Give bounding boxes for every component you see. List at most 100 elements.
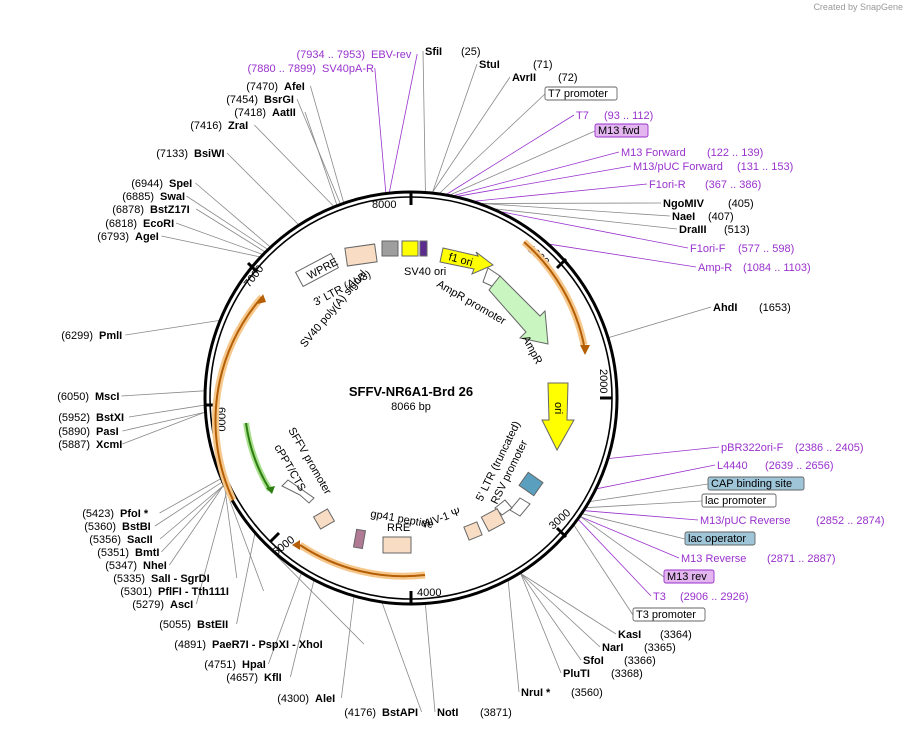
enzyme-bmti: BmtI: [135, 547, 159, 559]
leader-line: [128, 404, 205, 418]
enzyme-draiii: DraIII: [679, 224, 707, 236]
leader-line: [290, 580, 315, 678]
feature-arrow-ori: [541, 382, 575, 452]
plasmid-name: SFFV-NR6A1-Brd 26: [349, 384, 473, 399]
site-position-sfoi: (3366): [624, 655, 656, 667]
leader-line: [422, 50, 426, 192]
green-arc-halo: [243, 422, 273, 492]
enzyme-nhei: NheI: [143, 560, 167, 572]
leader-line: [236, 533, 256, 625]
leader-line: [159, 478, 221, 514]
site-position-noti: (3871): [480, 707, 512, 719]
site-position-kfli: (4657): [226, 672, 258, 684]
leader-line: [597, 464, 716, 490]
leader-line: [122, 412, 205, 432]
enzyme-sfii: SfiI: [425, 46, 442, 58]
enzyme-bsrgi: BsrGI: [264, 94, 294, 106]
primer-m13-puc-forward: M13/pUC Forward: [633, 161, 723, 173]
site-position-afei: (7470): [246, 81, 278, 93]
leader-line: [169, 485, 224, 566]
site-position-t7: (93 .. 112): [604, 110, 653, 122]
feature-label-lac-promoter: lac promoter: [705, 495, 766, 507]
green-arc: [245, 422, 271, 491]
enzyme-hpai: HpaI: [242, 659, 266, 671]
snapgene-credit: Created by SnapGene: [813, 2, 903, 12]
wpre-box: [294, 252, 340, 288]
site-position-ahdi: (1653): [759, 302, 791, 314]
feature-box-lac-promoter: [701, 493, 777, 508]
leader-line: [186, 195, 268, 250]
feature-box-m13-fwd: [594, 123, 649, 138]
feature-box-hiv-tan: [480, 508, 506, 532]
enzyme-agei: AgeI: [135, 231, 159, 243]
leader-line: [226, 491, 264, 592]
enzyme-stui: StuI: [479, 59, 500, 71]
enzyme-spei: SpeI: [169, 178, 192, 190]
leader-line: [549, 243, 697, 268]
label-ori: ori: [552, 402, 564, 414]
site-position-bsrgi: (7454): [226, 94, 258, 106]
leader-line: [520, 573, 617, 635]
site-position-bstbi: (5360): [84, 521, 116, 533]
site-position-naei: (407): [708, 211, 734, 223]
orange-arc-ne: [523, 241, 585, 346]
feature-box-hiv-small: [463, 521, 483, 541]
tick-label-2000: 2000: [597, 369, 609, 393]
enzyme-bsteii: BstEII: [197, 619, 228, 631]
site-position-bsteii: (5055): [159, 619, 191, 631]
site-position-f1ori-r: (367 .. 386): [705, 179, 761, 191]
enzyme-ecori: EcoRI: [143, 218, 174, 230]
feature-box-cap-binding-site: [707, 476, 805, 491]
leader-line: [310, 85, 344, 203]
site-position-pluti: (3368): [611, 668, 643, 680]
leader-line: [501, 211, 689, 249]
primer-f1ori-f: F1ori-F: [690, 243, 726, 255]
enzyme-pmli: PmlI: [99, 330, 122, 342]
site-position-asci: (5279): [132, 599, 164, 611]
enzyme-bstapi: BstAPI: [382, 707, 418, 719]
leader-line: [474, 183, 648, 202]
feature-label-cap-binding-site: CAP binding site: [711, 478, 792, 490]
enzyme-asci: AscI: [170, 599, 193, 611]
feature-label-m13-fwd: M13 fwd: [598, 125, 640, 137]
enzyme-naei: NaeI: [672, 211, 695, 223]
site-position-pbr322ori-f: (2386 .. 2405): [795, 442, 864, 454]
leader-line: [389, 53, 418, 193]
leader-line: [608, 306, 712, 338]
leader-line: [608, 446, 720, 459]
enzyme-sali-sgrdi: SalI - SgrDI: [151, 573, 210, 585]
enzyme-kfli: KflI: [264, 672, 282, 684]
leader-line: [154, 481, 223, 527]
site-position-sv40pa-r: (7880 .. 7899): [248, 63, 317, 75]
feature-label-t7-promoter: T7 promoter: [548, 88, 608, 100]
tick-label-8000: 8000: [372, 199, 396, 211]
primer-ebv-rev: EBV-rev: [371, 49, 412, 61]
feature-arrow-ampr: [488, 275, 549, 345]
feature-box-cppt: [312, 508, 336, 530]
enzyme-avrii: AvrII: [512, 72, 536, 84]
leader-line: [453, 151, 620, 196]
site-position-xcmi: (5887): [58, 439, 90, 451]
orange-arc-w: [214, 296, 263, 501]
site-position-swai: (6885): [122, 191, 154, 203]
enzyme-afei: AfeI: [284, 81, 305, 93]
site-position-pmli: (6299): [61, 330, 93, 342]
enzyme-pfoi: PfoI *: [120, 508, 149, 520]
enzyme-msci: MscI: [95, 391, 119, 403]
feature-shapes: [281, 240, 575, 554]
leader-line: [439, 93, 546, 194]
feature-box-rre: [382, 536, 412, 554]
site-position-ngomiv: (405): [728, 198, 754, 210]
enzyme-ahdi: AhdI: [713, 302, 737, 314]
leader-line: [590, 483, 709, 502]
leader-line: [159, 485, 224, 540]
site-position-m13-reverse: (2871 .. 2887): [767, 553, 836, 565]
leader-line: [268, 573, 302, 665]
site-position-f1ori-f: (577 .. 598): [738, 243, 794, 255]
feature-box-cap: [518, 471, 544, 497]
leader-line: [195, 182, 271, 247]
leader-line: [582, 513, 686, 540]
leader-line: [125, 320, 220, 336]
site-position-avrii: (72): [558, 72, 578, 84]
site-position-draiii: (513): [724, 224, 750, 236]
